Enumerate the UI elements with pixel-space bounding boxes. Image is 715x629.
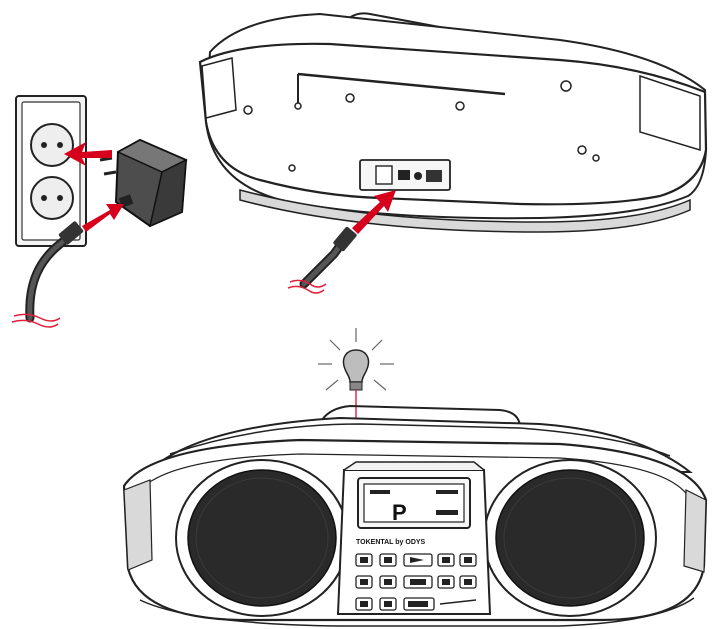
- usb-cable-right: [287, 226, 357, 294]
- boombox-back-view: [198, 12, 708, 233]
- right-speaker: [483, 459, 657, 617]
- plug-in-arrow-adapter: [82, 204, 124, 232]
- left-speaker: [175, 459, 349, 617]
- wall-socket-icon: [15, 95, 87, 247]
- volume-slider[interactable]: [439, 599, 477, 605]
- brand-label: TOKENTAL by ODYS: [356, 539, 426, 546]
- boombox-front-view: P TOKENTAL by ODYS: [122, 404, 708, 627]
- plug-in-arrow-socket: [64, 142, 112, 166]
- usb-cable-left: [11, 221, 84, 328]
- control-panel: P TOKENTAL by ODYS: [336, 461, 492, 615]
- display-char: P: [392, 500, 407, 525]
- plug-in-arrow-port: [352, 190, 396, 234]
